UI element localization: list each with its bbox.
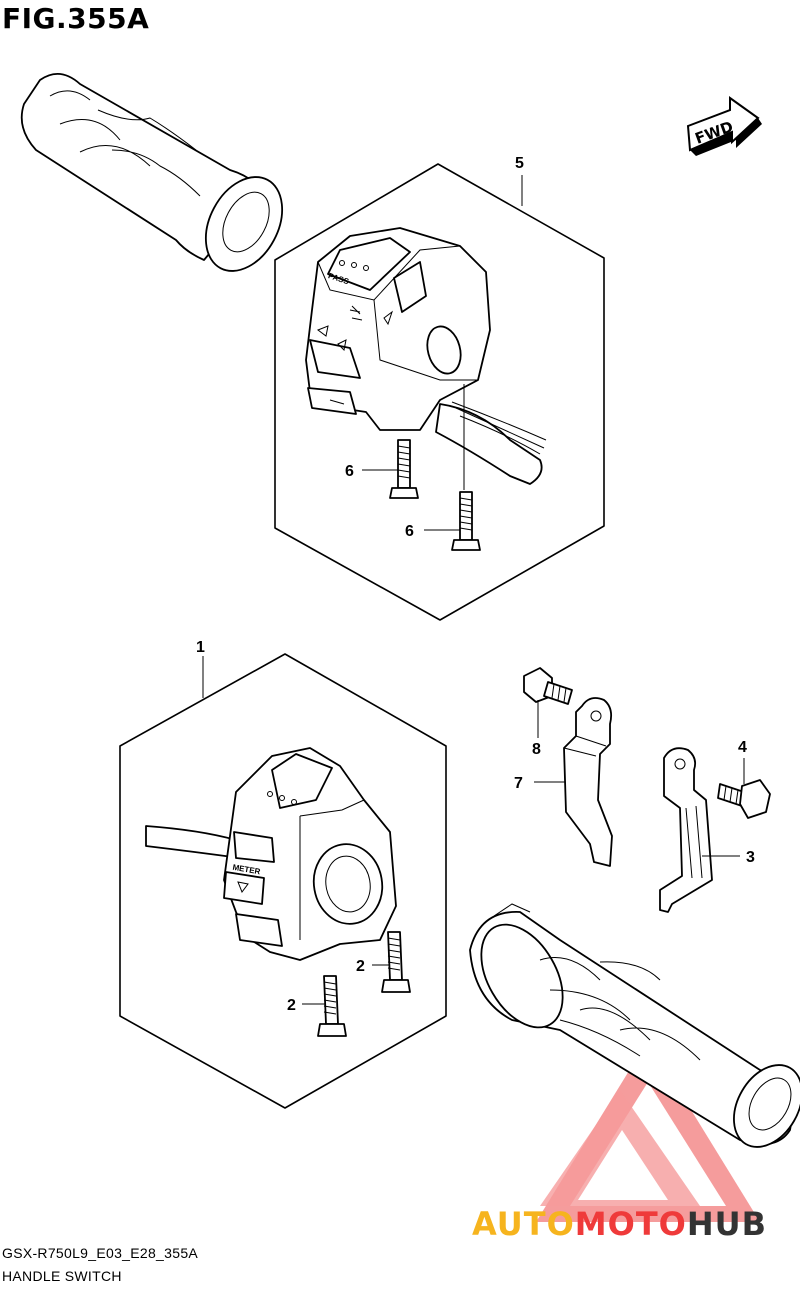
watermark-logo-icon bbox=[536, 1040, 760, 1222]
bracket-7 bbox=[534, 697, 613, 867]
figure-title: FIG.355A bbox=[2, 2, 150, 35]
model-code: GSX-R750L9_E03_E28_355A bbox=[2, 1245, 199, 1261]
callout-2-left: 2 bbox=[287, 997, 296, 1014]
bracket-3 bbox=[659, 747, 740, 913]
callout-8: 8 bbox=[532, 741, 541, 758]
callout-6-upper: 6 bbox=[345, 463, 354, 480]
brand-hub: HUB bbox=[686, 1205, 768, 1243]
kit-box-5 bbox=[274, 163, 605, 621]
bolt-4 bbox=[717, 758, 771, 819]
screw-2-left bbox=[302, 975, 347, 1037]
screw-6-lower bbox=[424, 491, 481, 551]
callout-7: 7 bbox=[514, 775, 523, 792]
fwd-arrow-icon: FWD bbox=[686, 96, 762, 156]
callout-6-lower: 6 bbox=[405, 523, 414, 540]
watermark-brand: AUTOMOTOHUB bbox=[472, 1205, 767, 1243]
right-handlebar-grip bbox=[469, 903, 800, 1148]
callout-3: 3 bbox=[746, 849, 755, 866]
left-handle-switch: METER bbox=[145, 747, 397, 961]
bolt-8 bbox=[523, 667, 573, 738]
brand-auto: AUTO bbox=[472, 1205, 575, 1243]
right-handle-switch: PASS bbox=[305, 227, 547, 490]
screw-2-right bbox=[372, 931, 411, 993]
callout-2-right: 2 bbox=[356, 958, 365, 975]
left-handlebar-grip bbox=[20, 73, 284, 272]
kit-box-1 bbox=[119, 653, 447, 1109]
callout-5: 5 bbox=[515, 155, 524, 172]
brand-moto: MOTO bbox=[574, 1205, 687, 1243]
screw-6-upper bbox=[362, 439, 419, 499]
callout-1: 1 bbox=[196, 639, 205, 656]
callout-4: 4 bbox=[738, 739, 747, 756]
figure-subtitle: HANDLE SWITCH bbox=[2, 1268, 122, 1284]
